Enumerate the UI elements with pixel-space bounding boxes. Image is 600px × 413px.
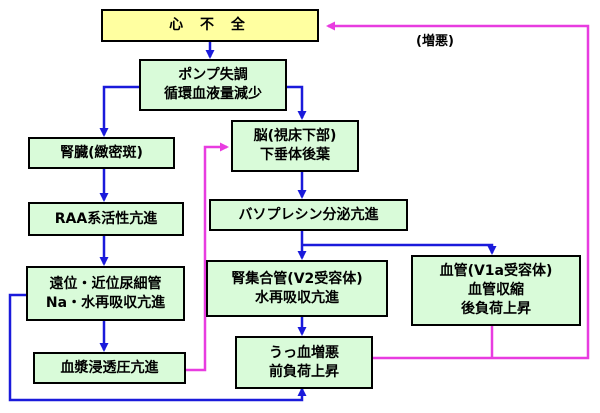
node-kidney: 腎臓(緻密斑) (28, 137, 175, 169)
node-plasma: 血漿浸透圧亢進 (33, 352, 186, 384)
node-vessel-line: 後負荷上昇 (461, 301, 531, 317)
node-congestion: うっ血増悪前負荷上昇 (235, 336, 373, 389)
node-vasopressin: バソプレシン分泌亢進 (209, 199, 408, 231)
feedback-label: (増悪) (416, 34, 454, 49)
node-brain-line: 脳(視床下部) (253, 128, 337, 144)
blue-arrows (8, 42, 497, 402)
arrow-plasma-to-brain (186, 142, 229, 372)
node-congestion-line: 前負荷上昇 (269, 363, 339, 380)
node-vessel: 血管(V1a受容体) 血管収縮後負荷上昇 (411, 255, 581, 326)
node-heart-failure: 心 不 全 (101, 9, 319, 42)
node-collecting-duct-line: 腎集合管(V2受容体) (231, 270, 363, 287)
node-tubule: 遠位・近位尿細管 Na・水再吸収亢進 (26, 266, 185, 321)
node-vasopressin-line: バソプレシン分泌亢進 (238, 206, 379, 223)
node-vessel-line: 血管収縮 (468, 282, 524, 298)
node-raa: RAA系活性亢進 (28, 202, 184, 236)
node-vessel-line: 血管(V1a受容体) (439, 263, 553, 279)
node-tubule-line: Na・水再吸収亢進 (45, 294, 166, 311)
arrow-tubule-to-congestion (8, 293, 307, 402)
pink-arrows (186, 21, 590, 372)
node-kidney-line: 腎臓(緻密斑) (60, 144, 143, 161)
node-brain: 脳(視床下部) 下垂体後葉 (231, 120, 359, 172)
node-pump-failure-line: ポンプ失調 (178, 67, 248, 83)
node-pump-failure-line: 循環血液量減少 (164, 86, 262, 102)
arrow-vasopressin-branch-vessel (302, 243, 497, 255)
node-plasma-line: 血漿浸透圧亢進 (60, 359, 159, 376)
node-brain-line: 下垂体後葉 (260, 147, 330, 163)
node-raa-line: RAA系活性亢進 (54, 210, 158, 227)
node-tubule-line: 遠位・近位尿細管 (49, 275, 162, 292)
arrow-pump-to-brain (283, 85, 307, 120)
node-heart-failure-line: 心 不 全 (169, 17, 251, 33)
node-pump-failure: ポンプ失調循環血液量減少 (139, 59, 287, 111)
node-collecting-duct: 腎集合管(V2受容体) 水再吸収亢進 (206, 260, 388, 317)
node-collecting-duct-line: 水再吸収亢進 (255, 289, 339, 306)
arrow-feedback-to-heart-failure (326, 21, 590, 360)
node-congestion-line: うっ血増悪 (269, 344, 339, 361)
arrow-pump-to-kidney (99, 85, 143, 137)
